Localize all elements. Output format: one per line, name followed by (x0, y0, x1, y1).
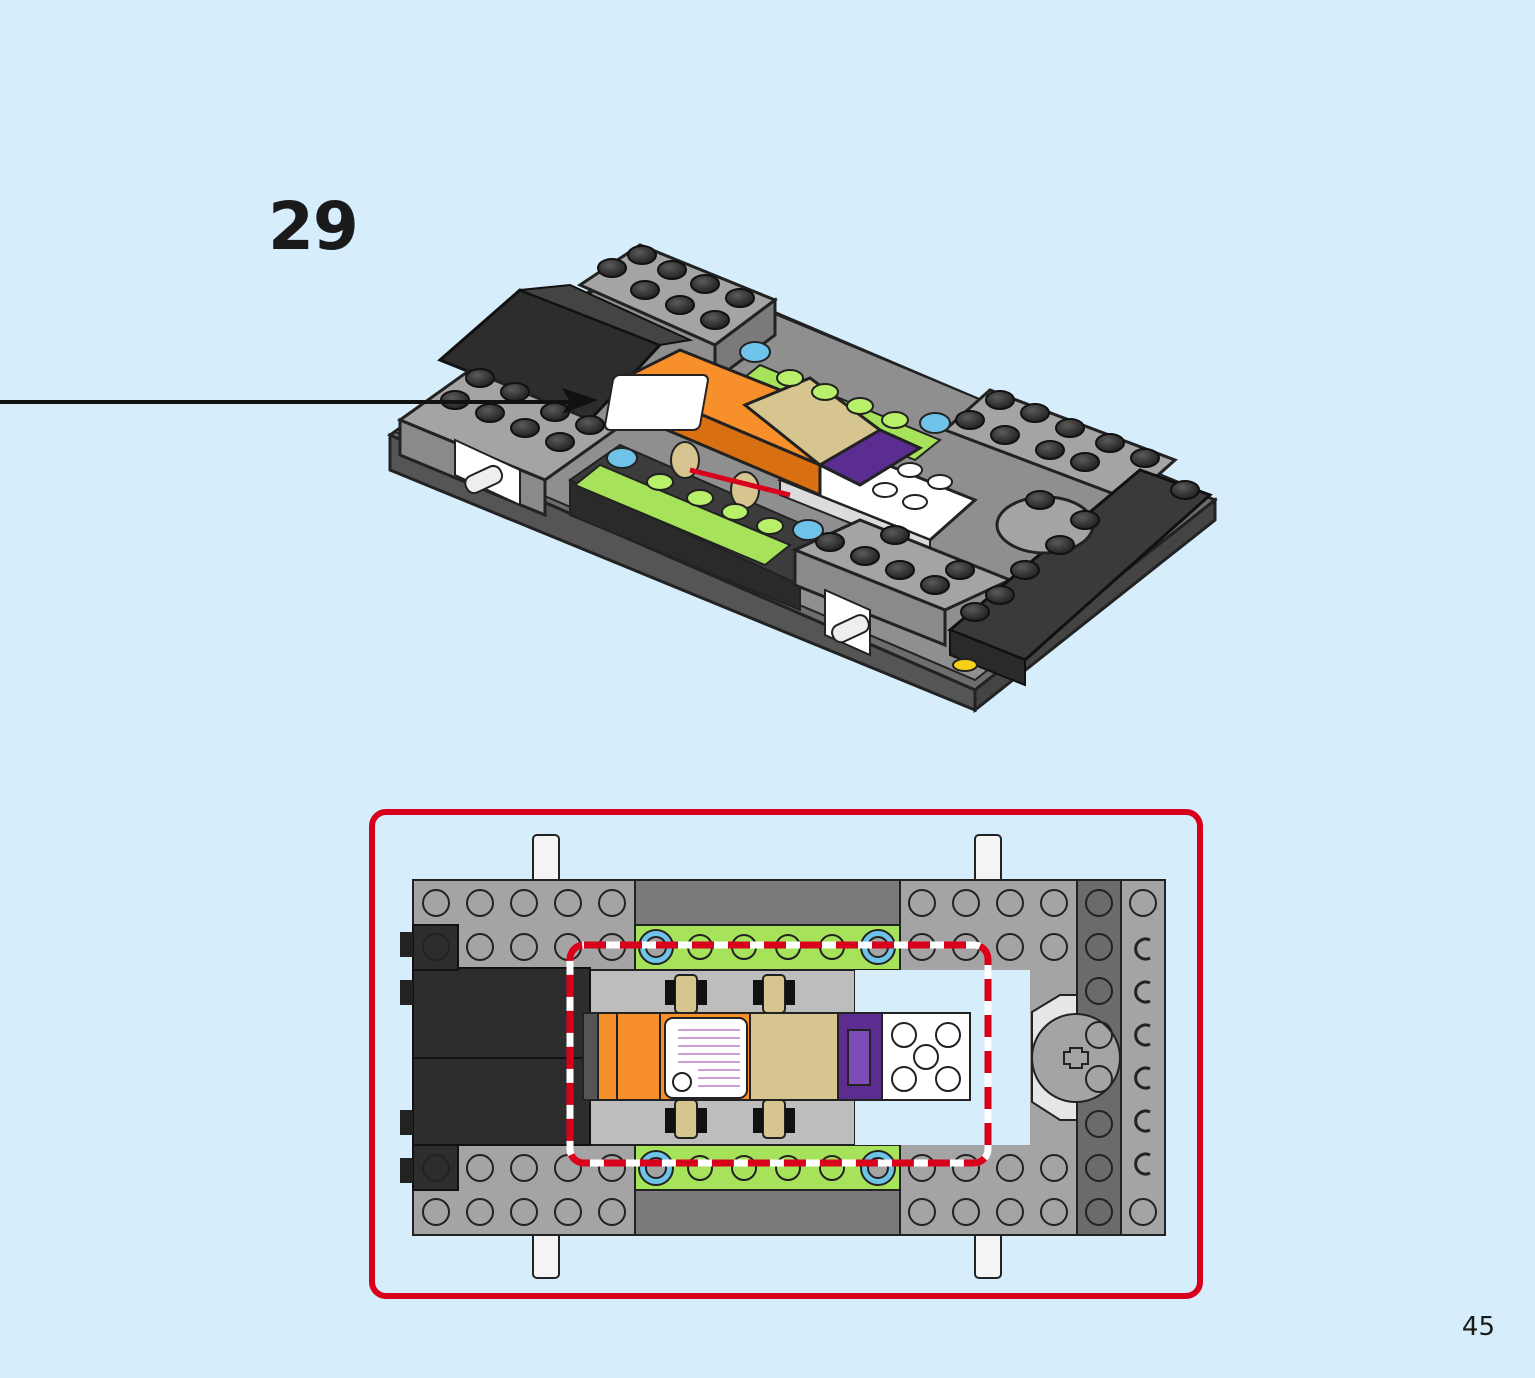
page-number: 45 (1461, 1312, 1495, 1342)
model-3d-view (0, 243, 1218, 714)
step-number: 29 (268, 188, 359, 265)
callout-top-view (369, 809, 1203, 1299)
